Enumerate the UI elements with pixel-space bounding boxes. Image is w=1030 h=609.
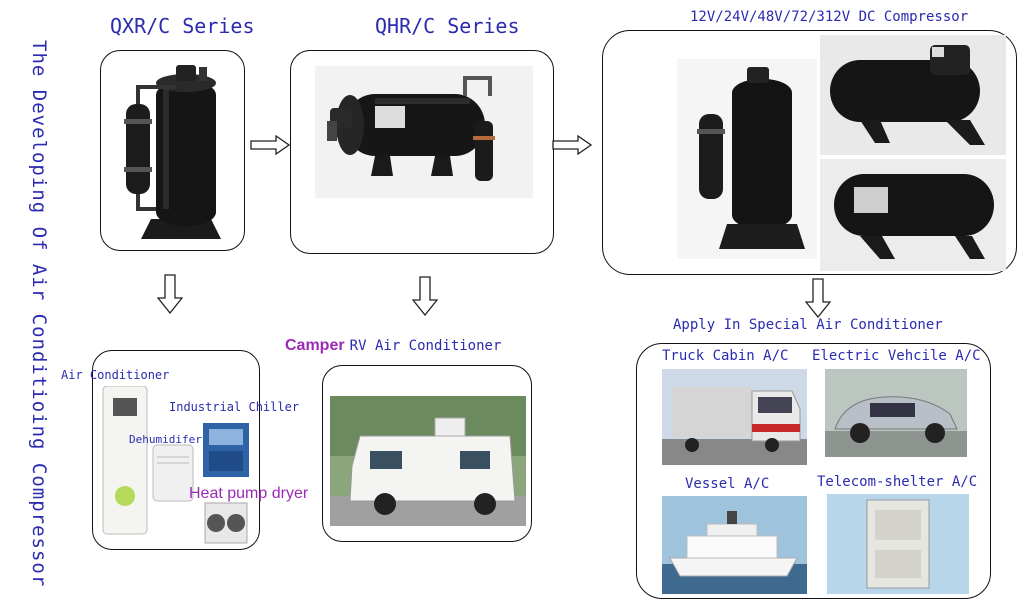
arrow-right-icon [250,135,290,155]
special-ac-heading: Apply In Special Air Conditioner [673,317,943,333]
dc-horizontal-compressor-image-bottom [820,159,1006,271]
telecom-shelter-image [827,494,969,594]
air-conditioner-label: Air Conditioner [61,368,170,382]
dehumidifier-label: Dehumidifer [129,433,202,446]
dc-vertical-compressor-image [677,59,817,259]
qhr-compressor-box [290,50,554,254]
dc-horizontal-compressor-image-top [820,35,1006,155]
truck-image [662,369,807,465]
dc-compressor-title: 12V/24V/48V/72/312V DC Compressor [690,9,969,25]
arrow-down-icon [805,278,831,318]
qhr-compressor-image [315,66,533,198]
rv-ac-label-text: RV Air Conditioner [349,338,502,354]
dehumidifier-image [152,444,194,502]
electric-vehicle-label: Electric Vehcile A/C [812,348,981,364]
truck-cabin-label: Truck Cabin A/C [662,348,789,364]
dc-applications-box: Truck Cabin A/C Electric Vehcile A/C Ves… [636,343,991,599]
qxr-compressor-image [124,65,221,239]
electric-car-image [825,369,967,457]
arrow-down-icon [412,276,438,316]
heat-pump-dryer-image [204,502,248,544]
side-title: The Developing Of Air Conditioing Compre… [28,40,50,588]
dc-compressor-box [602,30,1017,275]
air-conditioner-image [102,386,148,535]
vessel-image [662,496,807,594]
industrial-chiller-label: Industrial Chiller [169,400,300,414]
industrial-chiller-image [203,423,249,477]
qxr-applications-box: Air Conditioner Industrial Chiller Dehum… [61,350,308,550]
rv-camper-image [330,396,526,526]
camper-label: Camper [285,337,345,354]
rv-ac-label: Camper RV Air Conditioner [285,335,501,355]
arrow-down-icon [157,274,183,314]
telecom-shelter-label: Telecom-shelter A/C [817,474,978,490]
arrow-right-icon [552,135,592,155]
heat-pump-dryer-label: Heat pump dryer [189,485,309,502]
qhr-series-title: QHR/C Series [375,14,520,38]
qxr-compressor-box [100,50,245,251]
qhr-applications-box [322,365,532,542]
qxr-series-title: QXR/C Series [110,14,255,38]
vessel-label: Vessel A/C [685,476,770,492]
